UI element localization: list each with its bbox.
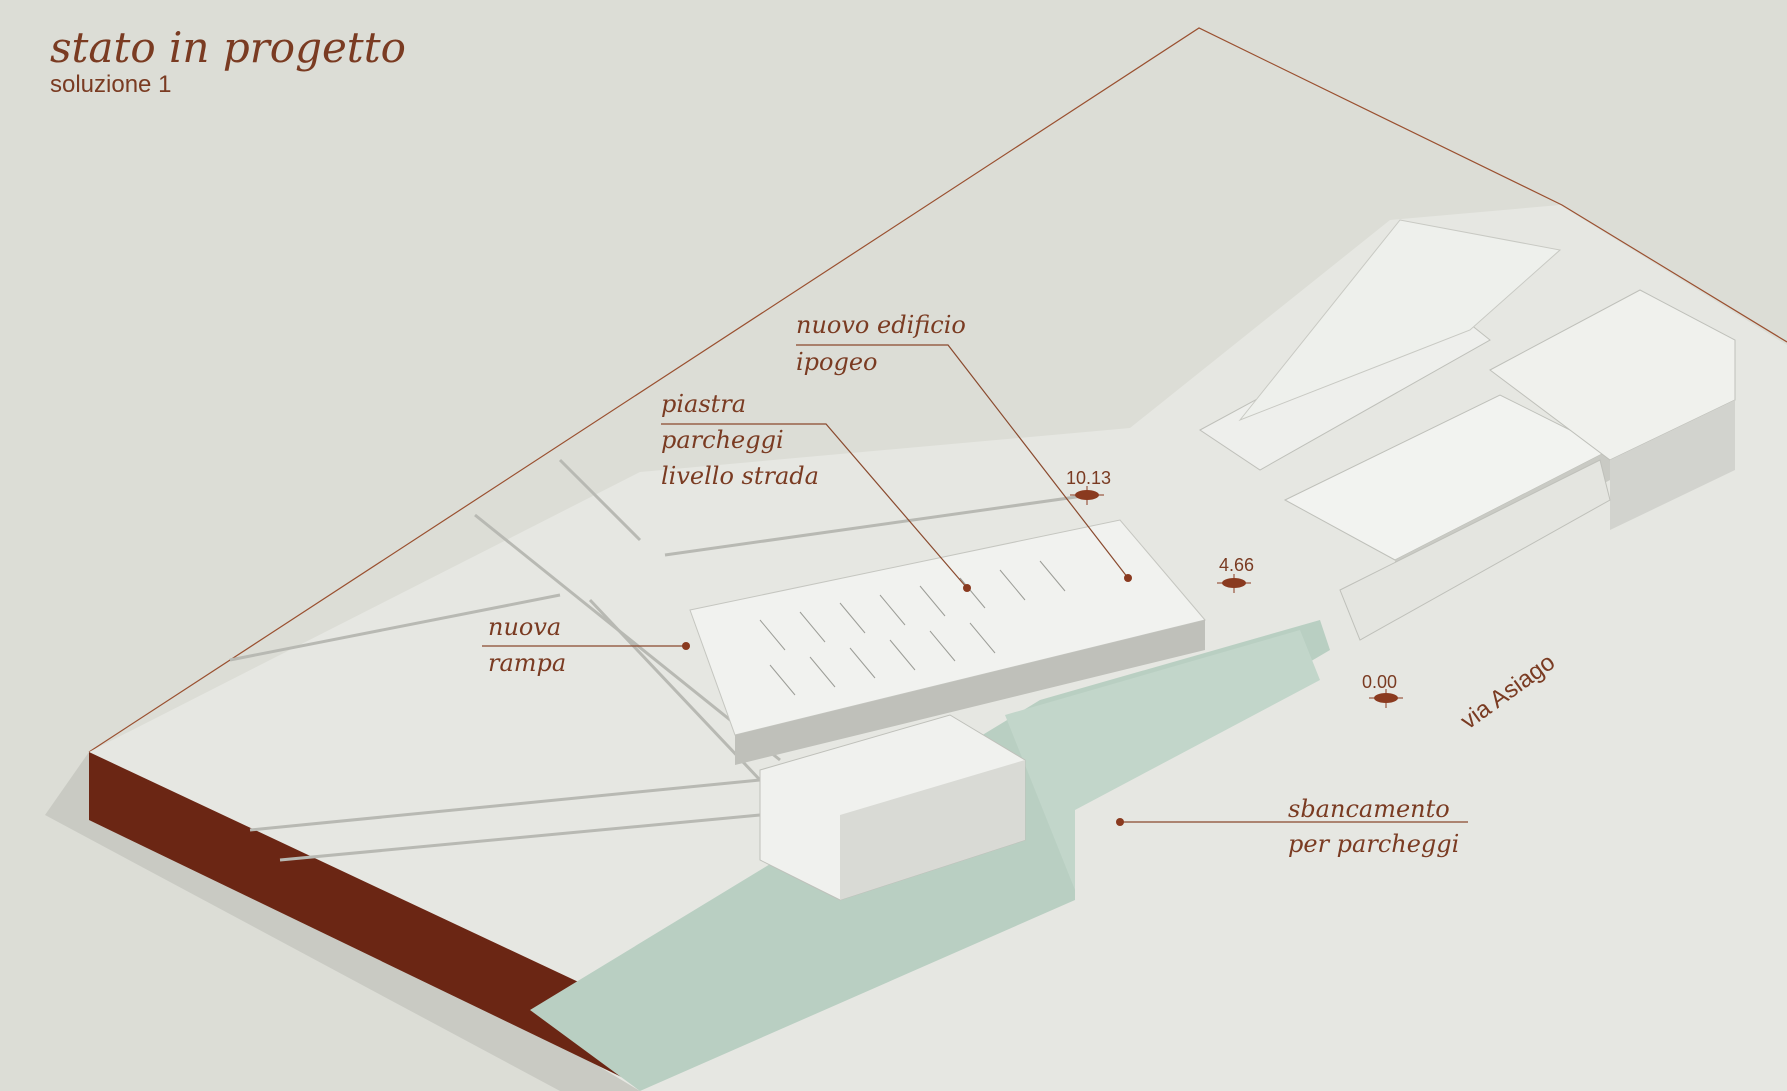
site-boundary [88, 27, 1787, 753]
leader-dot [963, 584, 971, 592]
green-patch [1005, 630, 1320, 890]
diagram-subtitle: soluzione 1 [50, 71, 171, 98]
elevation-value: 0.00 [1362, 672, 1397, 692]
parking-stalls [759, 560, 1066, 696]
parking-deck-side [735, 620, 1205, 765]
existing-building-front [840, 760, 1025, 900]
label-per-parcheggi: per parcheggi [1288, 830, 1459, 858]
leader-nuovo-edificio [796, 344, 1129, 579]
elevation-marker: 10.13 [1066, 468, 1111, 505]
label-nuova: nuova [488, 613, 561, 641]
label-sbancamento: sbancamento [1288, 795, 1450, 823]
label-parcheggi: parcheggi [661, 426, 784, 454]
leader-dot [1116, 818, 1124, 826]
leader-dot [682, 642, 690, 650]
base-section [89, 752, 638, 1085]
diagram-title: stato in progetto [50, 23, 406, 72]
leader-dot [1124, 574, 1132, 582]
upper-parking [1238, 219, 1562, 422]
elevation-value: 10.13 [1066, 468, 1111, 488]
label-nuovo-edificio: nuovo edificio [796, 311, 966, 339]
elevation-value: 4.66 [1219, 555, 1254, 575]
leader-piastra [661, 423, 968, 589]
label-piastra: piastra [661, 390, 746, 418]
tower-building-front [1610, 400, 1735, 530]
label-rampa: rampa [488, 649, 566, 677]
lower-wing [1339, 459, 1611, 641]
label-livello-strada: livello strada [661, 462, 819, 490]
tower-building [1489, 289, 1736, 461]
elevation-marker: 4.66 [1217, 555, 1254, 593]
elevation-marker: 0.00 [1362, 672, 1403, 708]
label-ipogeo: ipogeo [796, 348, 878, 376]
